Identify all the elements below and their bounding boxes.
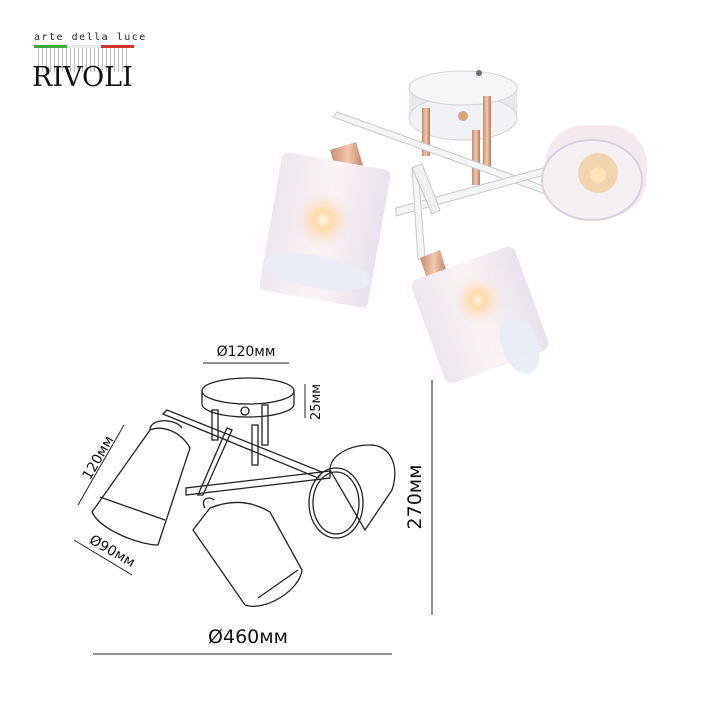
brand-tagline: arte della luce [34, 32, 147, 43]
brand-name: RIVOLI [32, 62, 133, 93]
arms [332, 111, 564, 261]
shade-right [541, 125, 647, 221]
shade-height-label: 120мм [80, 433, 118, 482]
logo-barcode-decoration [38, 48, 130, 72]
italian-flag-stripe [34, 45, 134, 48]
shade-bottom [411, 246, 549, 384]
dimension-drawing [91, 377, 396, 607]
canopy-diameter-label: Ø120мм [217, 344, 276, 360]
dimension-arrows [73, 362, 433, 655]
total-height-label: 270мм [404, 465, 426, 530]
shade-left [259, 142, 391, 308]
brand-logo: arte della luce RIVOLI [32, 32, 145, 102]
total-diameter-label: Ø460мм [208, 626, 288, 648]
canopy-height-label: 25мм [309, 384, 324, 420]
